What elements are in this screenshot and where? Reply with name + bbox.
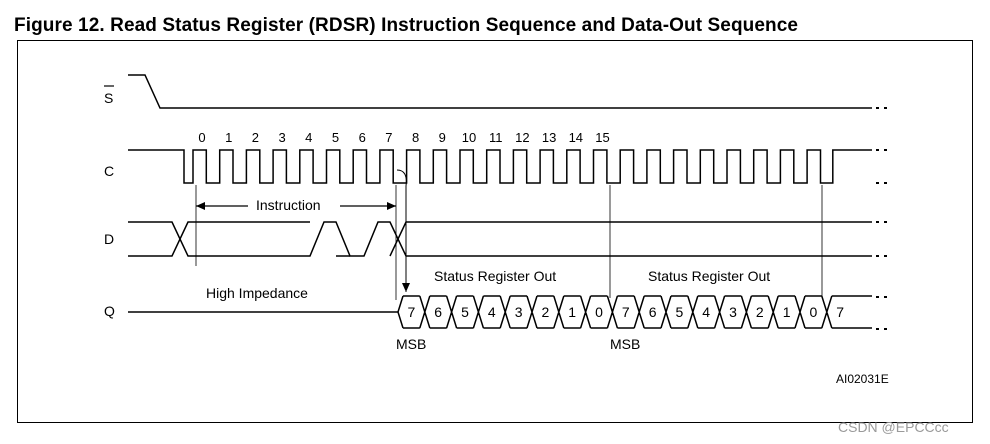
q-bit-value: 4: [702, 304, 710, 320]
signal-s-label: S: [104, 90, 113, 106]
clock-number: 14: [569, 130, 583, 145]
clock-number: 9: [439, 130, 446, 145]
q-bit-value: 2: [542, 304, 550, 320]
d-continuation-dots: [876, 221, 887, 257]
d-waveform: [128, 221, 872, 257]
clock-number: 7: [385, 130, 392, 145]
q-bit-value: 3: [515, 304, 523, 320]
figure-title: Figure 12. Read Status Register (RDSR) I…: [14, 15, 799, 36]
q-bus-outline: [397, 295, 872, 329]
clock-number: 8: [412, 130, 419, 145]
instruction-label: Instruction: [256, 197, 321, 213]
high-impedance-label: High Impedance: [206, 285, 308, 301]
c-waveform: [128, 149, 872, 184]
msb-label-2: MSB: [610, 336, 640, 352]
q-bit-value: 0: [595, 304, 603, 320]
signal-c-label: C: [104, 163, 114, 179]
msb-label-1: MSB: [396, 336, 426, 352]
s-continuation-dots: [876, 107, 887, 109]
clock-number: 3: [278, 130, 285, 145]
clock-number: 6: [359, 130, 366, 145]
q-bit-value: 7: [836, 304, 844, 320]
clock-number: 12: [515, 130, 529, 145]
clock-number: 11: [489, 130, 503, 145]
signal-d-label: D: [104, 231, 114, 247]
clock-number: 4: [305, 130, 312, 145]
q-bit-value: 7: [622, 304, 630, 320]
q-bit-value: 3: [729, 304, 737, 320]
q-bit-value: 0: [810, 304, 818, 320]
q-bit-value: 5: [676, 304, 684, 320]
signal-q-label: Q: [104, 303, 115, 319]
s-waveform: [128, 74, 872, 109]
watermark: CSDN @EPCCcc: [838, 419, 949, 435]
clock-number: 5: [332, 130, 339, 145]
q-bit-value: 4: [488, 304, 496, 320]
clock-to-output-arrow: [396, 169, 410, 292]
status-register-out-label-1: Status Register Out: [434, 268, 556, 284]
diagram-frame: [17, 40, 973, 423]
clock-number: 2: [252, 130, 259, 145]
c-continuation-dots: [876, 149, 887, 184]
clock-number: 0: [198, 130, 205, 145]
status-register-out-label-2: Status Register Out: [648, 268, 770, 284]
q-bit-value: 5: [461, 304, 469, 320]
q-bit-value: 2: [756, 304, 764, 320]
clock-number: 1: [225, 130, 232, 145]
figure-reference-code: AI02031E: [836, 372, 889, 386]
clock-number: 10: [462, 130, 476, 145]
q-bit-value: 6: [434, 304, 442, 320]
q-bit-value: 6: [649, 304, 657, 320]
q-continuation-dots: [876, 296, 887, 330]
q-bit-value: 1: [783, 304, 791, 320]
clock-number: 13: [542, 130, 556, 145]
q-bit-value: 1: [568, 304, 576, 320]
q-data-bits: 7 6 5 4 3 2 1 0 7 6 5 4 3 2 1 0 7: [397, 295, 872, 329]
clock-number: 15: [595, 130, 609, 145]
q-bit-value: 7: [408, 304, 416, 320]
